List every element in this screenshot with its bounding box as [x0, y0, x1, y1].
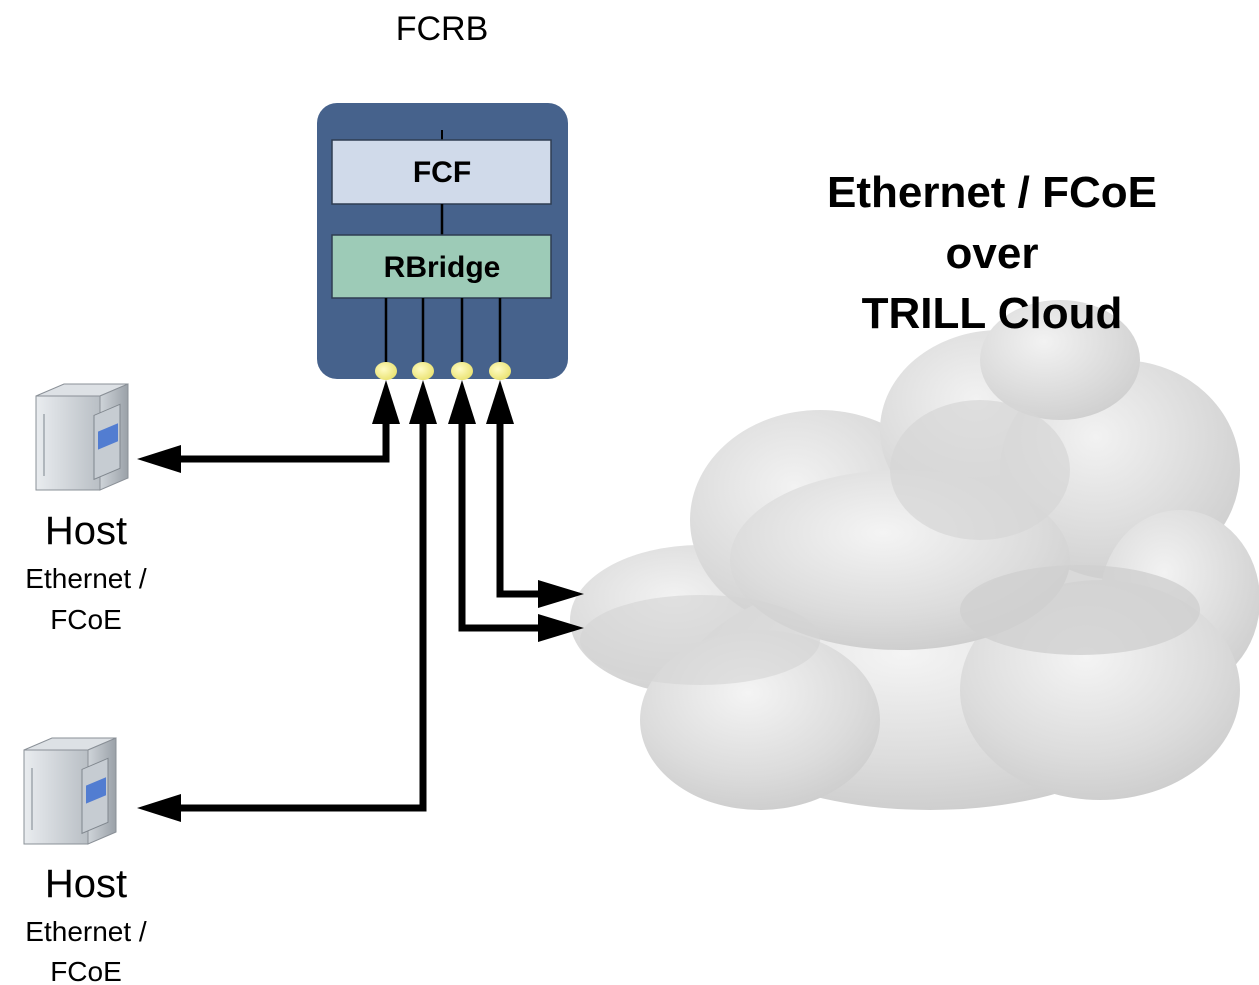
cloud-title-line2: over: [946, 229, 1039, 278]
port-2: [412, 362, 434, 380]
port-4: [489, 362, 511, 380]
link-cloud-upper: [496, 410, 548, 598]
fcf-box: [331, 139, 552, 205]
arrowheads: [137, 380, 584, 822]
server-tower-icon: [23, 737, 117, 845]
server-tower-icon: [35, 383, 129, 491]
port-1: [375, 362, 397, 380]
host1-name: Host: [45, 509, 127, 553]
fcrb-device: FCF RBridge: [317, 103, 568, 380]
host2-name: Host: [45, 862, 127, 906]
connections: [178, 410, 548, 812]
trill-cloud: [570, 300, 1259, 810]
link-cloud-lower: [458, 410, 548, 632]
rbridge-label: RBridge: [384, 251, 501, 284]
host2-sub1: Ethernet /: [25, 916, 147, 947]
cloud-title-line3: TRILL Cloud: [862, 289, 1123, 338]
host2-sub2: FCoE: [50, 956, 122, 985]
rbridge-box: [331, 234, 552, 299]
link-host2: [178, 410, 427, 812]
host1-sub2: FCoE: [50, 604, 122, 635]
fcf-label: FCF: [413, 156, 471, 189]
link-host1: [178, 410, 390, 463]
host1-sub1: Ethernet /: [25, 563, 147, 594]
device-title: FCRB: [396, 10, 489, 48]
port-3: [451, 362, 473, 380]
cloud-title-line1: Ethernet / FCoE: [827, 168, 1157, 217]
